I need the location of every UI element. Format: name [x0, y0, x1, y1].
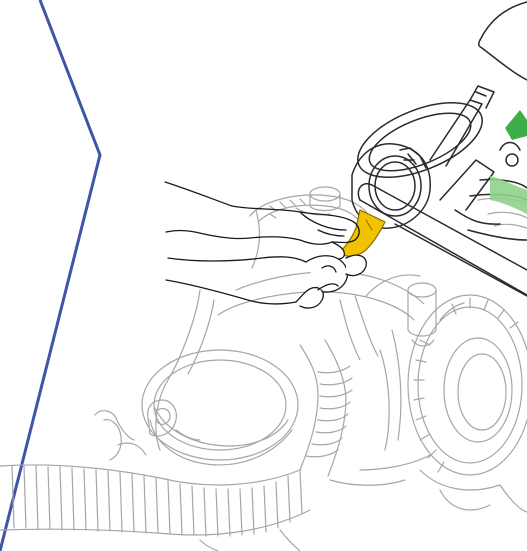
arrow-up-icon: [505, 110, 527, 140]
step-divider-chevron: [0, 0, 102, 551]
flexible-hose: [0, 464, 311, 551]
curved-arrow-icon: [490, 176, 527, 214]
release-catch: [339, 209, 386, 257]
cyclone-handle-assembly: [351, 1, 527, 297]
vacuum-body: [94, 186, 527, 513]
hands-illustration: [164, 181, 367, 309]
